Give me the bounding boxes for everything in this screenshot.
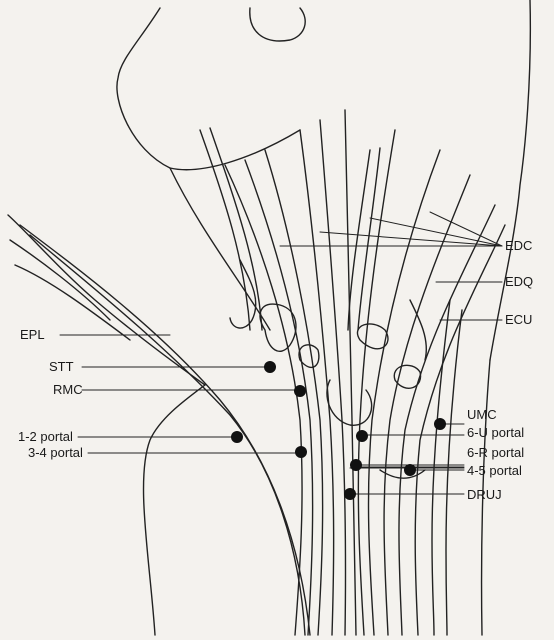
portal-4-5-dot [350, 459, 362, 471]
label-portal-6r: 6-R portal [467, 446, 524, 460]
label-portal-6u: 6-U portal [467, 426, 524, 440]
portal-6u-dot [434, 418, 446, 430]
label-epl: EPL [20, 328, 45, 342]
label-edc: EDC [505, 239, 532, 253]
portal-druj-dot [344, 488, 356, 500]
portal-stt-dot [264, 361, 276, 373]
extensor-tendons [20, 110, 505, 635]
portal-1-2-dot [231, 431, 243, 443]
label-edq: EDQ [505, 275, 533, 289]
carpal-bones [230, 260, 426, 478]
hand-outline [8, 0, 530, 635]
label-druj: DRUJ [467, 488, 502, 502]
label-portal-4-5: 4-5 portal [467, 464, 522, 478]
label-stt: STT [49, 360, 74, 374]
label-portal-1-2: 1-2 portal [18, 430, 73, 444]
portal-6r-dot [404, 464, 416, 476]
label-ecu: ECU [505, 313, 532, 327]
portal-umc-dot [356, 430, 368, 442]
portal-rmc-dot [294, 385, 306, 397]
portal-markers [231, 361, 446, 500]
label-rmc: RMC [53, 383, 83, 397]
label-umc: UMC [467, 408, 497, 422]
portal-3-4-dot [295, 446, 307, 458]
label-portal-3-4: 3-4 portal [28, 446, 83, 460]
